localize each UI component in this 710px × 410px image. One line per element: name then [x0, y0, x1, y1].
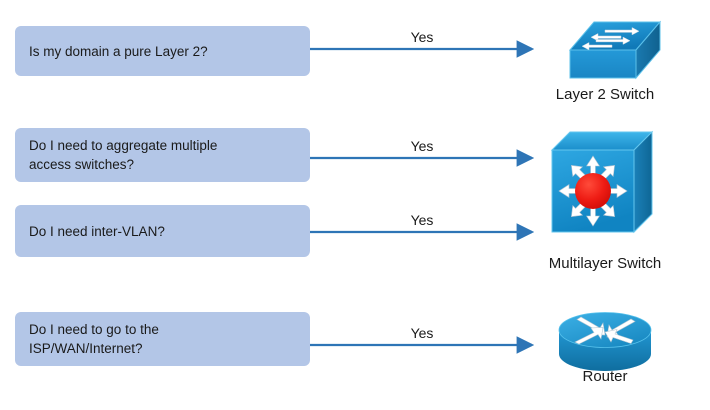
connector-label-yes-pure-layer2: Yes [410, 29, 434, 45]
question-box-aggregate-access-switches[interactable]: Do I need to aggregate multiple access s… [15, 128, 310, 182]
multilayer-switch-icon[interactable] [548, 128, 656, 250]
question-box-isp-wan-internet[interactable]: Do I need to go to the ISP/WAN/Internet? [15, 312, 310, 366]
connector-arrow-pure-layer2 [310, 40, 535, 58]
question-box-inter-vlan[interactable]: Do I need inter-VLAN? [15, 205, 310, 257]
device-label-multilayer-switch: Multilayer Switch [548, 255, 662, 272]
device-label-layer2-switch: Layer 2 Switch [555, 86, 655, 103]
connector-label-yes-aggregate: Yes [410, 138, 434, 154]
router-icon[interactable] [553, 306, 657, 380]
connector-arrow-aggregate-access-switches [310, 149, 535, 167]
question-text: Do I need to go to the ISP/WAN/Internet? [29, 322, 159, 356]
question-text: Do I need to aggregate multiple access s… [29, 138, 218, 172]
device-label-router: Router [582, 368, 628, 385]
connector-arrow-isp-wan-internet [310, 336, 535, 354]
question-text: Is my domain a pure Layer 2? [29, 43, 208, 59]
question-text: Do I need inter-VLAN? [29, 223, 165, 239]
question-box-pure-layer2[interactable]: Is my domain a pure Layer 2? [15, 26, 310, 76]
connector-label-yes-inter-vlan: Yes [410, 212, 434, 228]
layer2-switch-icon[interactable] [548, 16, 662, 88]
connector-arrow-inter-vlan [310, 223, 535, 241]
connector-label-yes-isp-wan: Yes [410, 325, 434, 341]
